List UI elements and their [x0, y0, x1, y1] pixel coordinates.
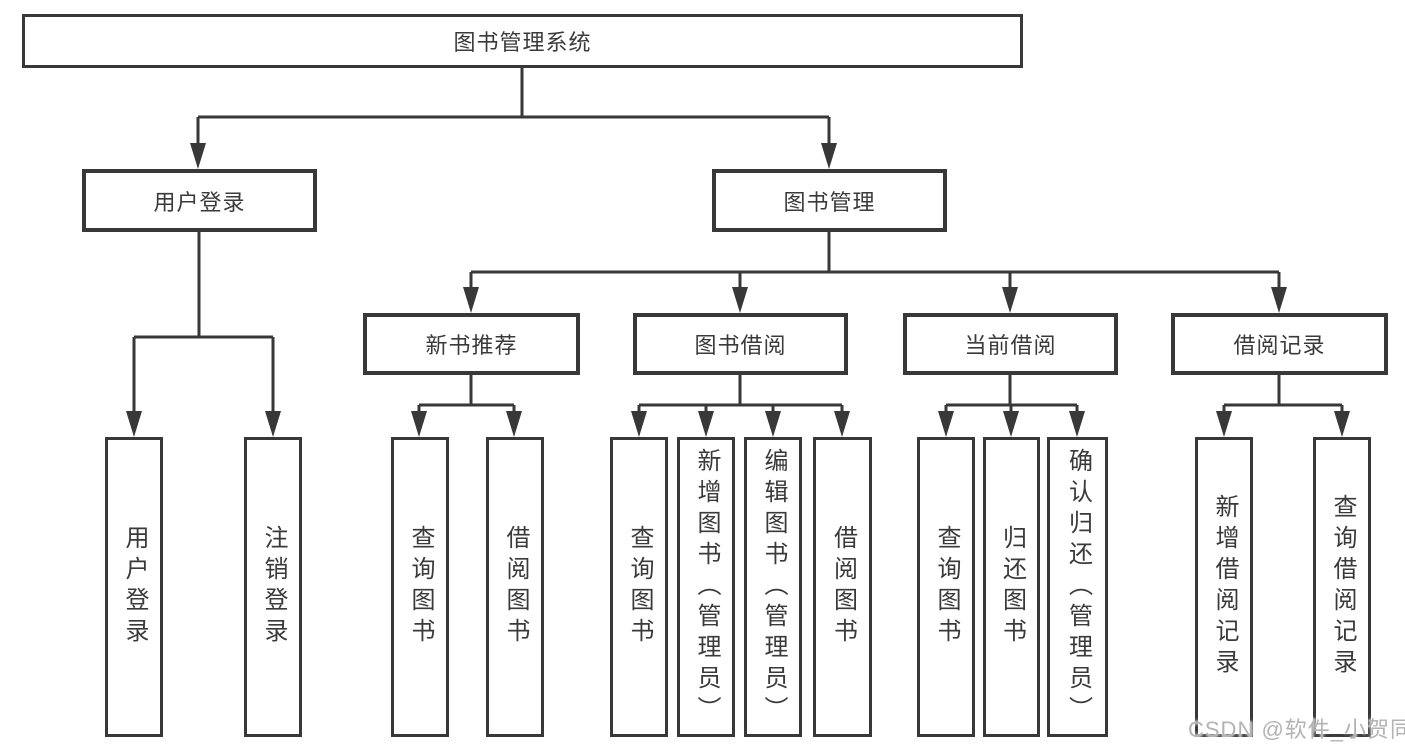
node-label: 图书管理 [783, 189, 876, 215]
leaf-label: 新增借阅记录 [1211, 494, 1238, 680]
leaf-borrow-books: 借阅图书 [813, 437, 872, 737]
node-user-login: 用户登录 [82, 169, 317, 232]
arrow-down-icon [631, 411, 647, 437]
node-label: 用户登录 [153, 189, 246, 215]
node-label: 图书借阅 [694, 333, 787, 358]
arrow-down-icon [1069, 411, 1085, 437]
leaf-add-borrow-record: 新增借阅记录 [1195, 437, 1253, 737]
leaf-label: 借阅图书 [502, 525, 529, 649]
leaf-query-books-borrow: 查询图书 [610, 437, 668, 737]
arrow-down-icon [411, 411, 427, 437]
node-book-management: 图书管理 [712, 169, 947, 232]
arrow-down-icon [834, 411, 850, 437]
leaf-query-books-recommend: 查询图书 [391, 437, 449, 737]
arrow-down-icon [265, 411, 281, 437]
leaf-logout: 注销登录 [244, 437, 302, 737]
node-book-borrow: 图书借阅 [633, 313, 848, 375]
leaf-label: 查询图书 [626, 525, 653, 649]
connector-current-to-leaves [944, 375, 1079, 412]
leaf-label: 查询图书 [933, 525, 960, 649]
leaf-return-books: 归还图书 [983, 437, 1040, 737]
leaf-edit-book-admin: 编辑图书（管理员） [744, 437, 802, 737]
node-system-root: 图书管理系统 [22, 14, 1023, 68]
leaf-query-borrow-record: 查询借阅记录 [1313, 437, 1371, 737]
arrow-down-icon [821, 143, 837, 169]
arrow-down-icon [938, 411, 954, 437]
leaf-label: 编辑图书（管理员） [760, 447, 787, 727]
connector-recommend-to-leaves [417, 375, 516, 412]
node-new-book-recommend: 新书推荐 [363, 313, 580, 375]
arrow-down-icon [126, 411, 142, 437]
node-label: 借阅记录 [1233, 333, 1326, 358]
leaf-query-books-current: 查询图书 [917, 437, 975, 737]
leaf-add-book-admin: 新增图书（管理员） [677, 437, 735, 737]
leaf-label: 借阅图书 [829, 525, 857, 649]
node-label: 当前借阅 [964, 333, 1057, 358]
node-label: 新书推荐 [425, 333, 518, 358]
csdn-watermark: CSDN @软件_小贺同学 [1188, 717, 1405, 742]
leaf-label: 查询借阅记录 [1329, 494, 1356, 680]
arrow-down-icon [1216, 411, 1232, 437]
connector-borrow-to-leaves [637, 375, 844, 412]
arrow-down-icon [1002, 287, 1018, 313]
leaf-label: 新增图书（管理员） [693, 447, 720, 727]
connector-root-to-level2 [196, 68, 831, 144]
leaf-label: 注销登录 [260, 525, 287, 649]
arrow-down-icon [463, 287, 479, 313]
arrow-down-icon [190, 143, 206, 169]
arrow-down-icon [765, 411, 781, 437]
node-borrow-record: 借阅记录 [1171, 313, 1388, 375]
leaf-confirm-return-admin: 确认归还（管理员） [1047, 437, 1108, 737]
node-current-borrow: 当前借阅 [903, 313, 1118, 375]
arrow-down-icon [506, 411, 522, 437]
leaf-label: 用户登录 [121, 525, 148, 649]
connector-record-to-leaves [1222, 375, 1344, 412]
arrow-down-icon [1003, 411, 1019, 437]
node-label: 图书管理系统 [453, 30, 592, 55]
leaf-label: 查询图书 [407, 525, 434, 649]
leaf-label: 确认归还（管理员） [1064, 447, 1092, 727]
arrow-down-icon [698, 411, 714, 437]
arrow-down-icon [1271, 287, 1287, 313]
connector-login-to-leaves [132, 232, 275, 412]
arrow-down-icon [732, 287, 748, 313]
arrow-down-icon [1334, 411, 1350, 437]
leaf-user-login: 用户登录 [105, 437, 163, 737]
connector-mgmt-to-level3 [469, 232, 1281, 288]
leaf-borrow-books-recommend: 借阅图书 [486, 437, 544, 737]
leaf-label: 归还图书 [998, 525, 1026, 649]
